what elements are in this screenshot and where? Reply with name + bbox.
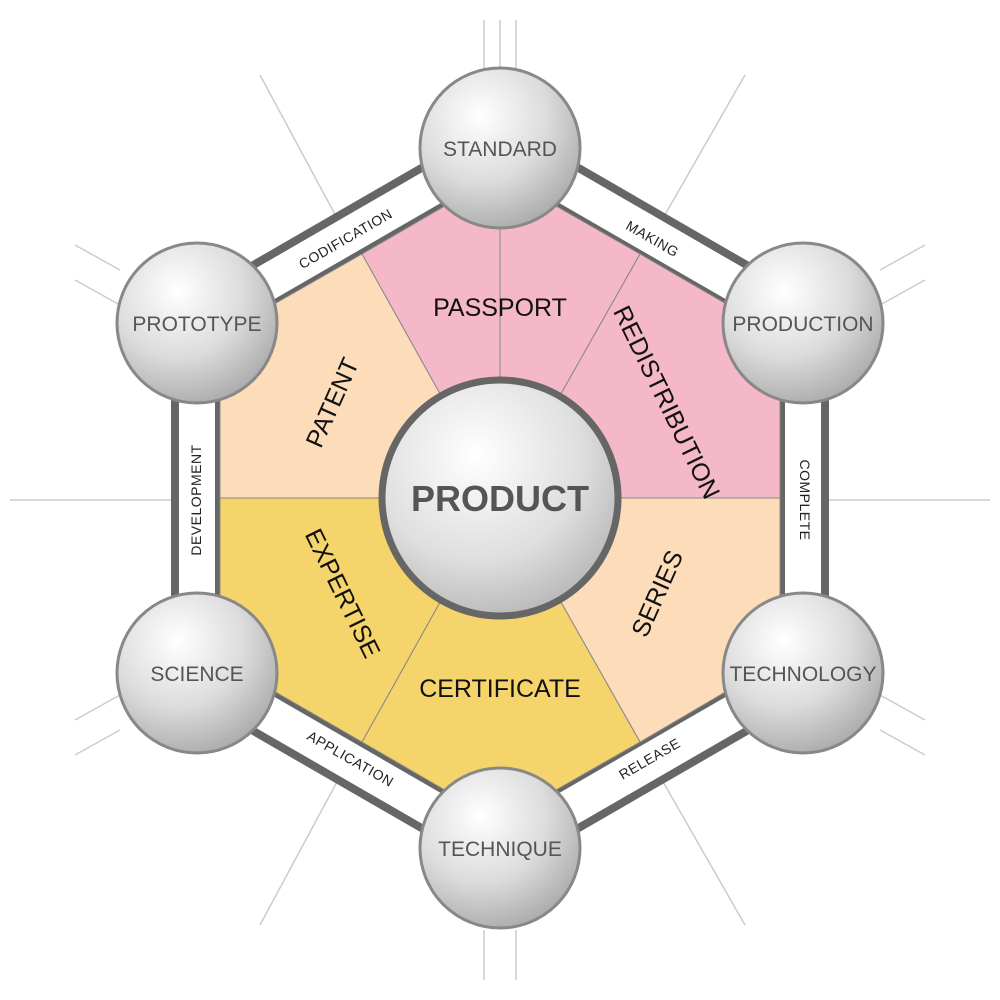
node-label-science: SCIENCE	[150, 663, 243, 686]
center-label: PRODUCT	[411, 478, 589, 519]
node-prototype: PROTOTYPE	[115, 241, 279, 405]
node-label-prototype: PROTOTYPE	[132, 313, 261, 336]
node-standard: STANDARD	[418, 66, 582, 230]
sector-label-certificate: CERTIFICATE	[419, 675, 581, 703]
node-technology: TECHNOLOGY	[721, 591, 885, 755]
node-label-production: PRODUCTION	[732, 313, 873, 336]
sector-label-passport: PASSPORT	[433, 294, 567, 322]
edge-label-complete: COMPLETE	[797, 459, 813, 540]
node-label-standard: STANDARD	[443, 138, 557, 161]
edge-label-development: DEVELOPMENT	[188, 444, 204, 555]
node-technique: TECHNIQUE	[418, 766, 582, 930]
center-node: PRODUCT	[378, 376, 622, 620]
node-label-technique: TECHNIQUE	[438, 838, 562, 861]
node-production: PRODUCTION	[721, 241, 885, 405]
background-rays	[10, 20, 990, 980]
node-label-technology: TECHNOLOGY	[729, 663, 876, 686]
node-science: SCIENCE	[115, 591, 279, 755]
